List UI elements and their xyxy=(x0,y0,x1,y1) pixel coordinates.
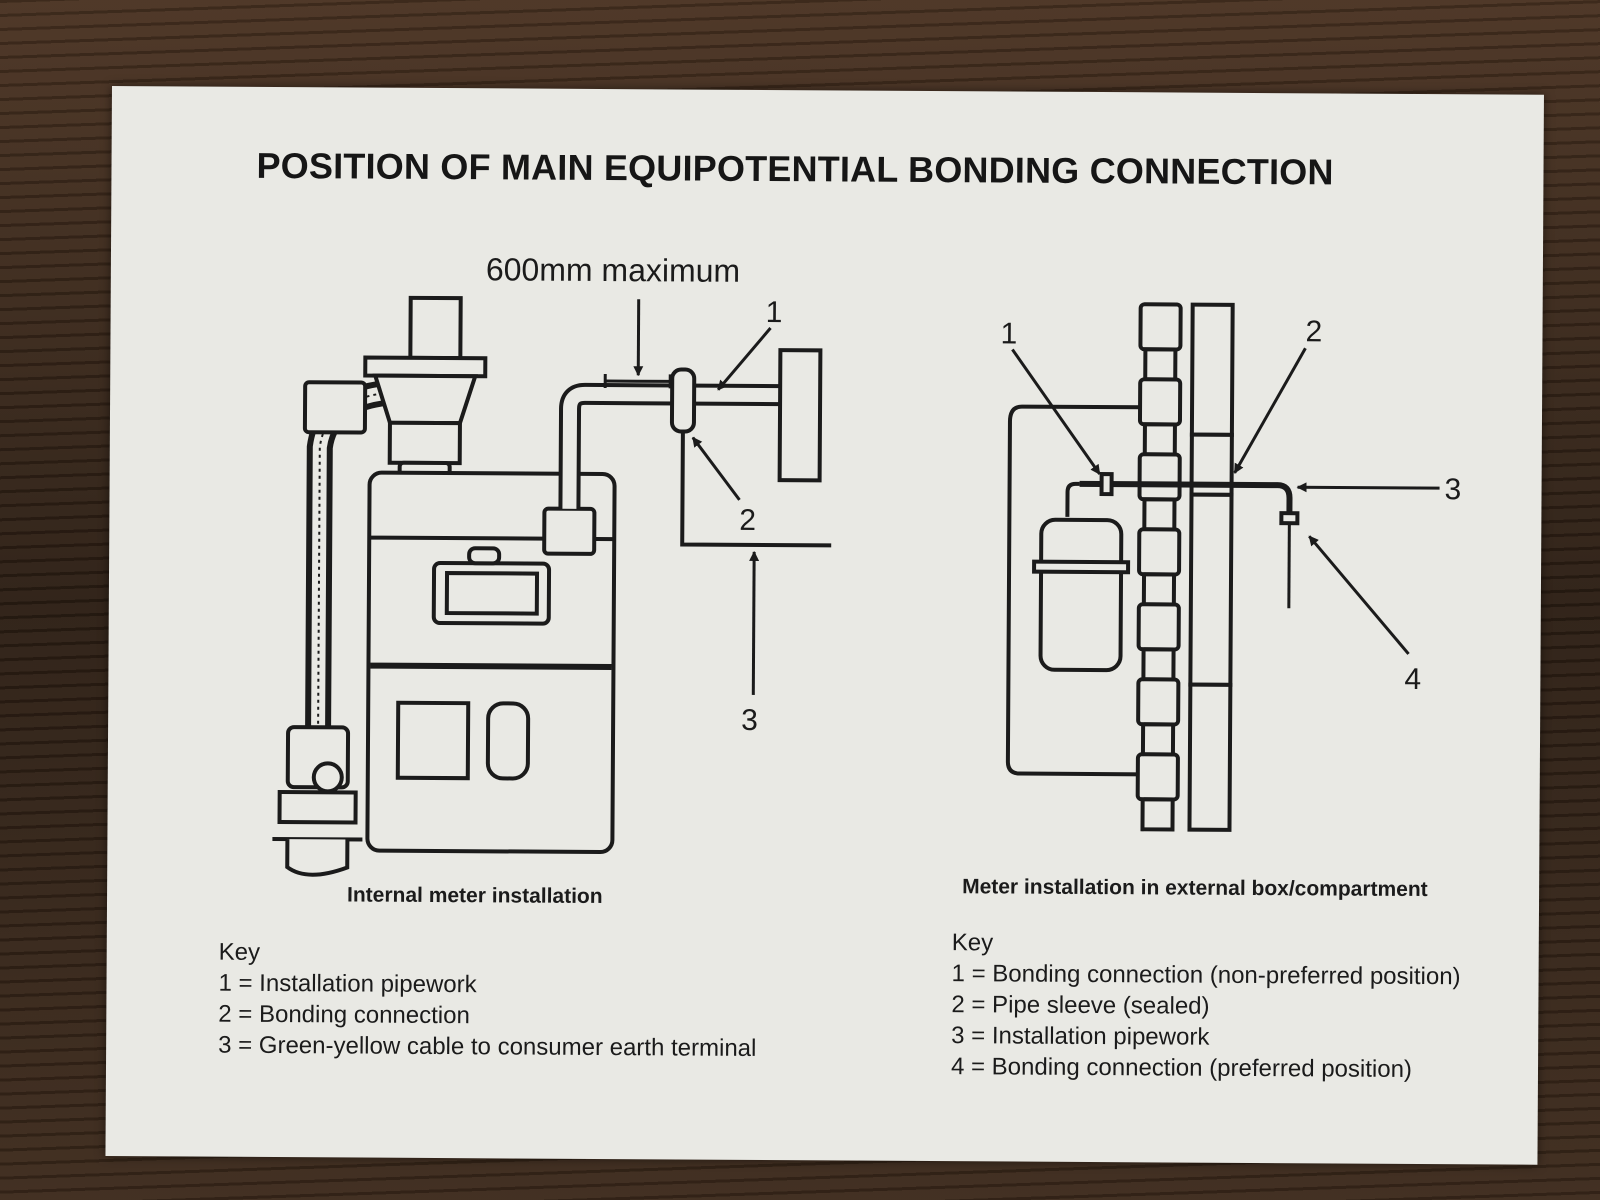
bonding-clamp xyxy=(669,367,697,434)
left-key: Key 1 = Installation pipework 2 = Bondin… xyxy=(218,937,757,1064)
left-key-item: 2 = Bonding connection xyxy=(218,1000,470,1030)
instruction-card: POSITION OF MAIN EQUIPOTENTIAL BONDING C… xyxy=(105,86,1544,1165)
internal-meter-diagram xyxy=(272,295,832,877)
callout-left-1: 1 xyxy=(766,296,783,329)
left-key-item: 1 = Installation pipework xyxy=(218,969,477,999)
callout-right-1: 1 xyxy=(1000,317,1017,350)
left-key-item: 3 = Green-yellow cable to consumer earth… xyxy=(218,1031,757,1062)
callout-left-3: 3 xyxy=(741,704,758,737)
diagram-canvas: 600mm maximum 1 2 3 xyxy=(272,251,1461,877)
measurement-label: 600mm maximum xyxy=(486,251,740,289)
regulator xyxy=(408,295,463,361)
callout-left-2: 2 xyxy=(739,504,756,537)
callout-right-4: 4 xyxy=(1404,663,1421,696)
right-caption: Meter installation in external box/compa… xyxy=(962,875,1428,902)
right-key-heading: Key xyxy=(951,929,994,957)
earth-cable xyxy=(680,431,832,548)
left-caption: Internal meter installation xyxy=(346,883,603,909)
callout-right-2: 2 xyxy=(1305,315,1322,348)
regulator-cylinder xyxy=(1038,517,1124,673)
right-key-item: 2 = Pipe sleeve (sealed) xyxy=(951,991,1210,1020)
external-box-diagram xyxy=(1005,302,1440,832)
right-key-item: 4 = Bonding connection (preferred positi… xyxy=(950,1053,1413,1083)
right-key-item: 1 = Bonding connection (non-preferred po… xyxy=(951,960,1461,991)
right-key: Key 1 = Bonding connection (non-preferre… xyxy=(951,927,1461,1085)
left-key-heading: Key xyxy=(218,938,261,966)
callout-right-3: 3 xyxy=(1444,473,1461,506)
right-key-item: 3 = Installation pipework xyxy=(951,1022,1210,1051)
